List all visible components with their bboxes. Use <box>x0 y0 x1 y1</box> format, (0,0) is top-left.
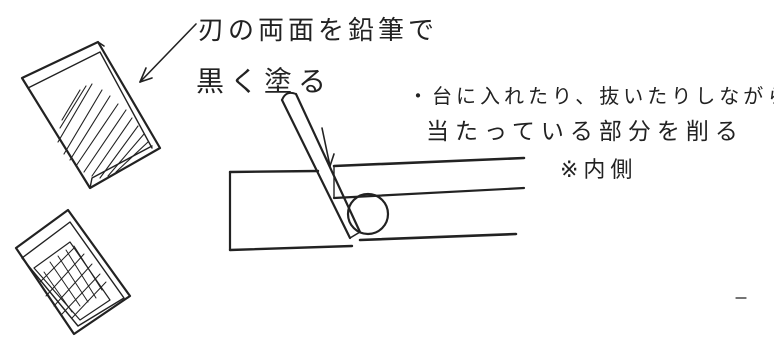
blade-bottom-sketch <box>14 208 132 336</box>
blade-top-sketch <box>20 40 162 190</box>
arrow-to-blade <box>139 23 197 83</box>
note-inside: ※内側 <box>560 158 638 183</box>
contact-arrow <box>321 127 335 167</box>
plane-body <box>228 156 526 252</box>
note-trim-line1: ・台に入れたり、抜いたりしながら <box>408 84 774 108</box>
blade-top-hatching <box>57 83 149 179</box>
note-blade-face: 刃の両面を鉛筆で <box>198 16 439 46</box>
note-paint-black: 黒く塗る <box>196 65 333 98</box>
note-trim-line2: 当たっている部分を削る <box>426 119 744 145</box>
blade-bottom-crosshatch <box>39 245 107 319</box>
